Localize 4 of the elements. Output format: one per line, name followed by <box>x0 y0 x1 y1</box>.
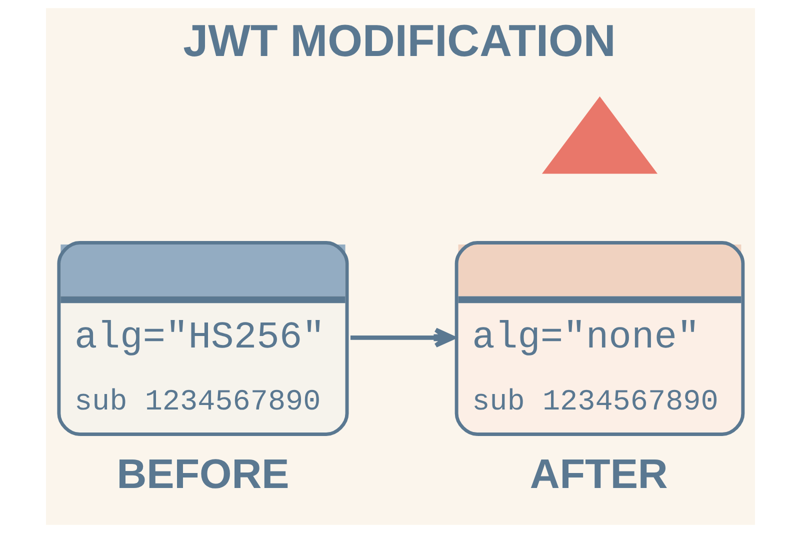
diagram-title: JWT MODIFICATION <box>182 15 616 66</box>
node-label: BEFORE <box>116 451 289 498</box>
node-triangle <box>541 96 658 174</box>
node-label: AFTER <box>529 451 668 498</box>
